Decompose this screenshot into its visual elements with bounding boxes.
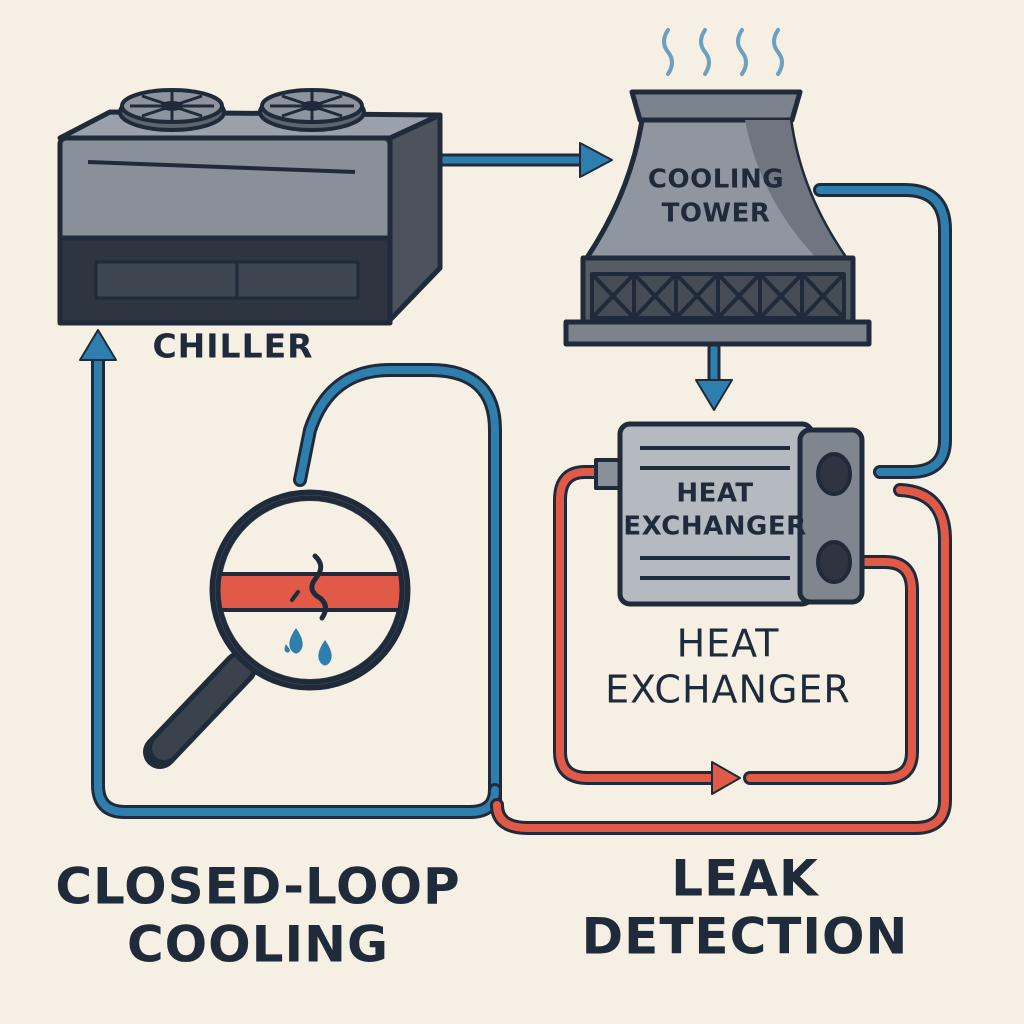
crack-icon (309, 553, 328, 621)
chiller-fan-right (258, 88, 366, 132)
arrow-head-icon (79, 329, 117, 361)
chiller-icon (57, 88, 443, 326)
leak-detection-title-line1: LEAK (671, 850, 820, 908)
hx-caption-line2: EXCHANGER (605, 668, 851, 712)
hx-plate-label-line1: HEAT (676, 479, 753, 509)
hot-loop-pipes (490, 465, 952, 835)
leak-detection-title-line2: DETECTION (582, 908, 909, 966)
closed-loop-title-line1: CLOSED-LOOP (55, 858, 460, 916)
water-drop-icon (284, 628, 332, 666)
arrow-head-icon (579, 142, 613, 178)
chiller-label: CHILLER (152, 327, 313, 366)
magnifier-icon (143, 489, 411, 769)
hx-caption-line1: HEAT (677, 622, 780, 666)
arrow-head-icon (695, 379, 733, 411)
chiller-fan-left (118, 88, 226, 132)
steam-icon (662, 28, 784, 76)
cooling-tower-label-line2: TOWER (662, 199, 771, 229)
hx-lower-port (816, 540, 852, 584)
hx-plate-label-line2: EXCHANGER (623, 512, 806, 542)
hx-upper-port (816, 452, 852, 496)
leaking-pipe (218, 572, 402, 612)
cooling-tower-label-line1: COOLING (648, 165, 784, 195)
arrow-head-icon (711, 761, 741, 795)
cooling-tower-icon (563, 89, 872, 347)
closed-loop-title-line2: COOLING (127, 916, 389, 974)
heat-exchanger-icon (594, 421, 865, 607)
